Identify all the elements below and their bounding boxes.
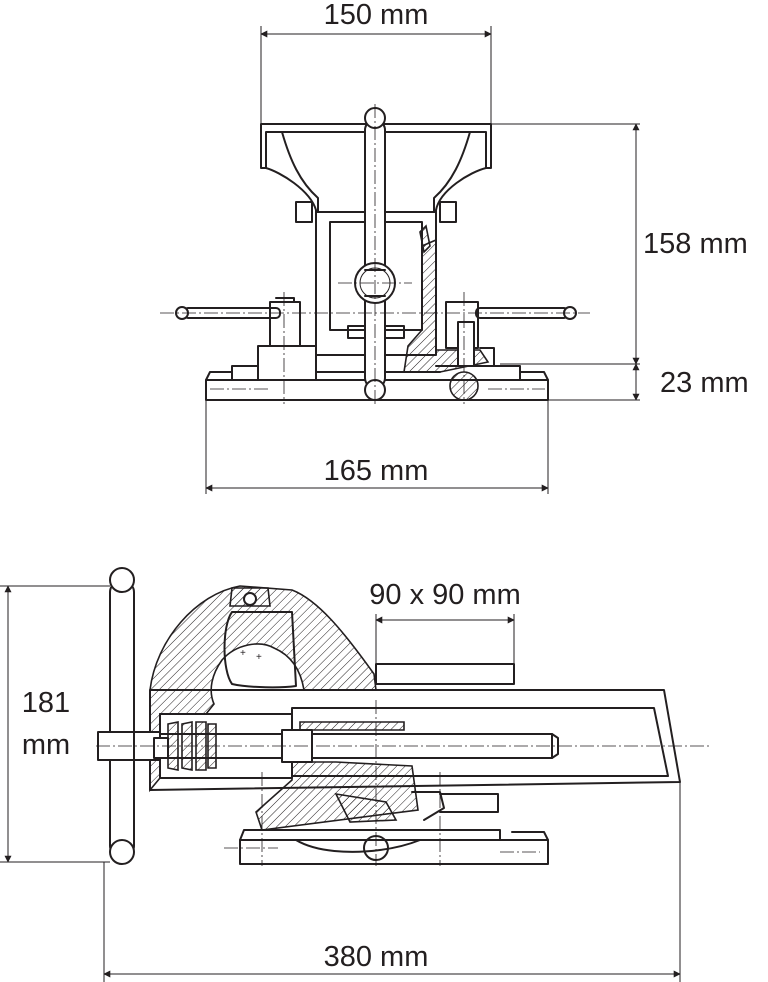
- front-dimensions: [205, 26, 640, 494]
- front-view: [160, 104, 590, 404]
- side-dimensions: [0, 585, 681, 982]
- dim-label-90x90: 90 x 90 mm: [369, 579, 521, 611]
- side-view: + +: [96, 567, 710, 866]
- dim-label-158: 158 mm: [643, 228, 748, 260]
- dim-label-23: 23 mm: [660, 367, 749, 399]
- dim-label-150: 150 mm: [324, 0, 429, 31]
- dim-label-165: 165 mm: [324, 455, 429, 487]
- dim-label-181: 181: [22, 687, 70, 719]
- dim-label-380: 380 mm: [324, 941, 429, 973]
- dim-label-181-unit: mm: [22, 729, 70, 761]
- svg-text:+: +: [240, 648, 246, 659]
- svg-text:+: +: [256, 652, 262, 663]
